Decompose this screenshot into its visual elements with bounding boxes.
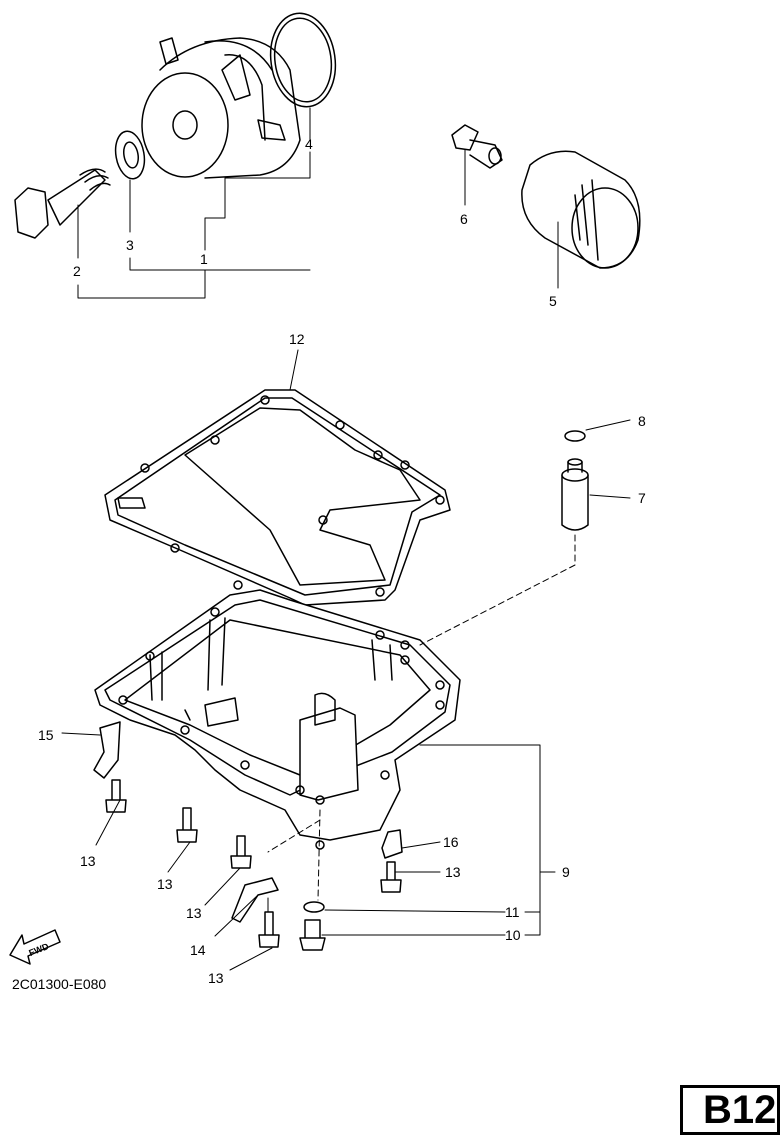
label-5: 5	[549, 293, 557, 309]
washer	[114, 130, 146, 180]
oil-filter	[521, 150, 641, 269]
label-13-b: 13	[157, 876, 173, 892]
bolt-13-e	[380, 861, 402, 893]
gasket-11	[303, 901, 325, 913]
label-12: 12	[289, 331, 305, 347]
label-7: 7	[638, 490, 646, 506]
union-bolt	[14, 168, 111, 239]
page-tag: B12	[680, 1085, 780, 1135]
o-ring-large	[269, 12, 337, 108]
oil-pan-gasket	[104, 389, 451, 606]
fwd-arrow-icon	[9, 929, 61, 965]
bracket-15	[93, 721, 121, 779]
diagram-code: 2C01300-E080	[12, 976, 107, 992]
bolt-13-c	[230, 835, 252, 869]
bolt-13-b	[176, 807, 198, 843]
o-ring-small	[564, 430, 586, 442]
label-15: 15	[38, 727, 54, 743]
label-14: 14	[190, 942, 206, 958]
oil-cooler	[141, 37, 301, 179]
label-13-e: 13	[445, 864, 461, 880]
label-16: 16	[443, 834, 459, 850]
label-4: 4	[305, 136, 313, 152]
bracket-14	[231, 877, 279, 923]
bracket-16	[381, 829, 403, 859]
label-9: 9	[562, 864, 570, 880]
label-13-a: 13	[80, 853, 96, 869]
label-11: 11	[505, 904, 520, 920]
label-8: 8	[638, 413, 646, 429]
label-10: 10	[505, 927, 521, 943]
drain-bolt-10	[299, 919, 326, 951]
label-13-d: 13	[208, 970, 224, 986]
oil-pan	[94, 589, 461, 850]
union-bolt-small	[451, 124, 503, 169]
bolt-13-d	[258, 911, 280, 948]
oil-pipe	[561, 458, 589, 531]
label-1: 1	[200, 251, 208, 267]
label-3: 3	[126, 237, 134, 253]
label-13-c: 13	[186, 905, 202, 921]
label-6: 6	[460, 211, 468, 227]
label-2: 2	[73, 263, 81, 279]
